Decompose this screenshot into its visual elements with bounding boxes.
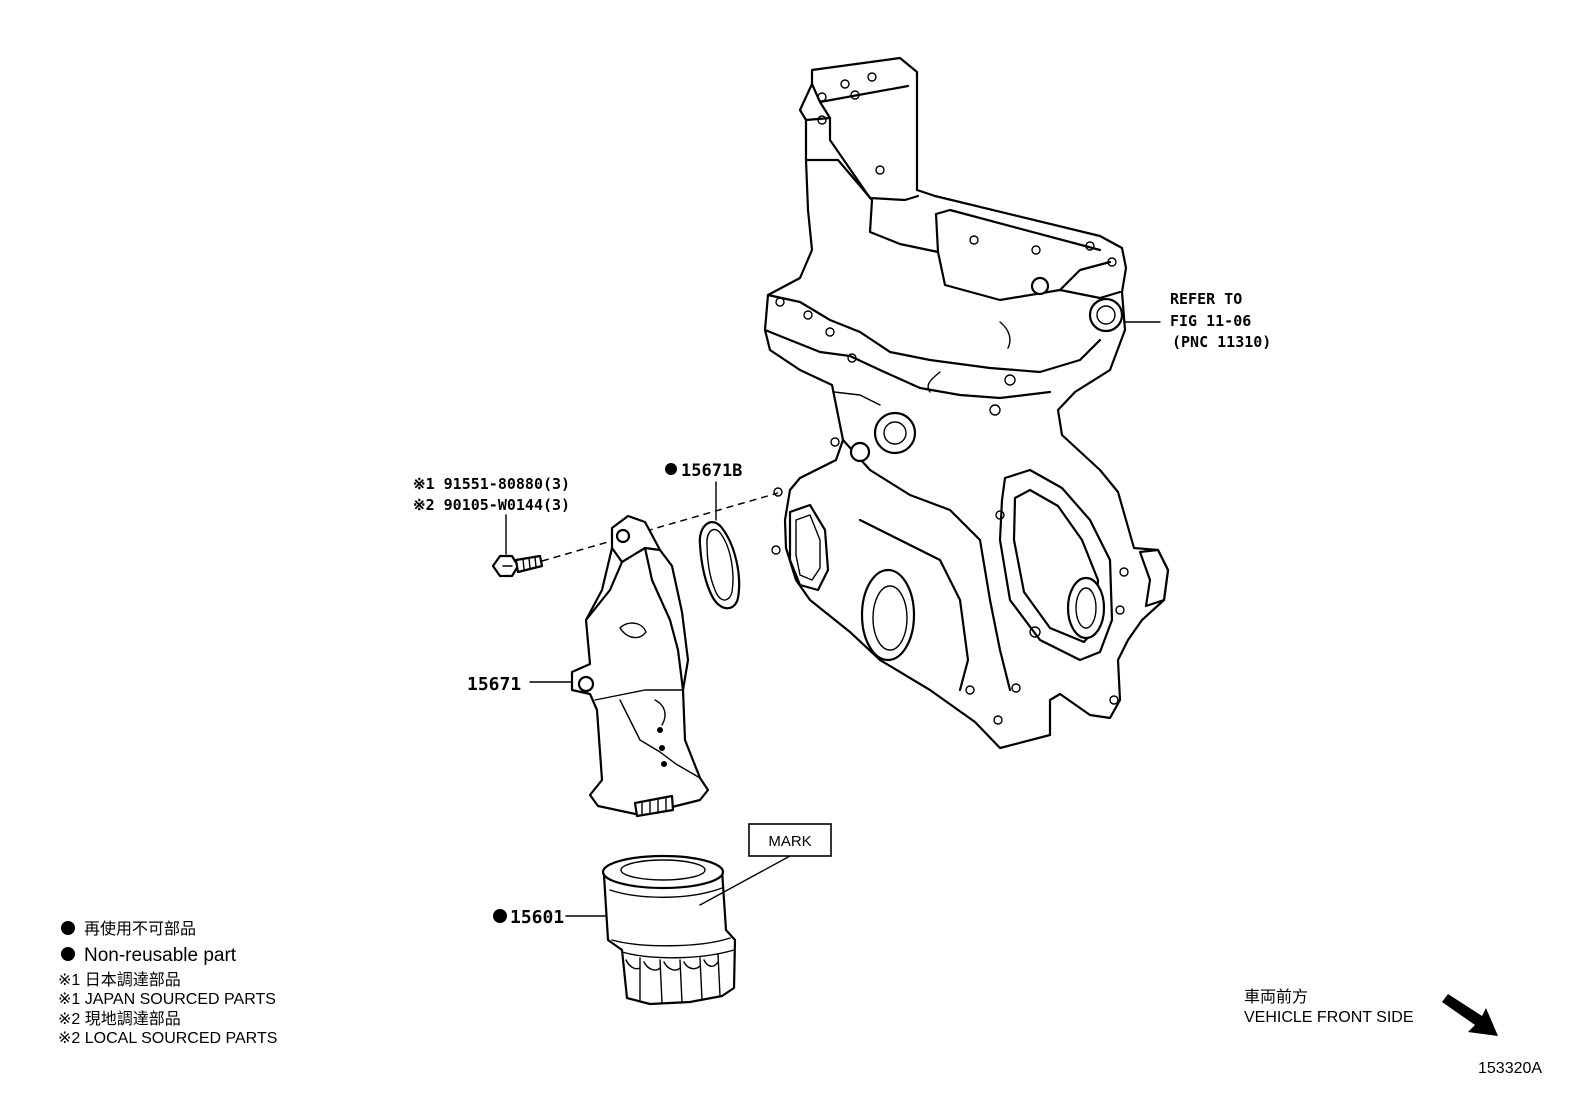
filter-part-number: 15601	[510, 907, 564, 928]
legend-local-sourced-jp: ※2 現地調達部品	[58, 1010, 181, 1028]
vehicle-front-en: VEHICLE FRONT SIDE	[1244, 1009, 1414, 1026]
legend-dot-jp	[61, 921, 75, 935]
timing-chain-cover	[763, 56, 1170, 750]
oil-filter-part	[565, 854, 791, 1006]
legend: 再使用不可部品 Non-reusable part ※1 日本調達部品 ※1 J…	[58, 920, 277, 1047]
non-reusable-marker-gasket	[665, 463, 677, 475]
legend-local-sourced-en: ※2 LOCAL SOURCED PARTS	[58, 1030, 277, 1047]
front-direction-arrow-icon	[1442, 994, 1498, 1036]
bolt-part	[491, 492, 779, 578]
legend-nonreusable-jp: 再使用不可部品	[84, 920, 196, 938]
legend-nonreusable-en: Non-reusable part	[84, 945, 237, 966]
bracket-part-number: 15671	[467, 674, 521, 695]
vehicle-front-jp: 車両前方	[1244, 988, 1308, 1006]
mark-callout-box	[748, 823, 832, 857]
figure-id: 153320A	[1478, 1060, 1542, 1077]
legend-japan-sourced-en: ※1 JAPAN SOURCED PARTS	[58, 991, 276, 1008]
non-reusable-marker-filter	[493, 909, 507, 923]
bolt-part-number-1: ※1 91551-80880(3)	[413, 475, 570, 493]
legend-japan-sourced-jp: ※1 日本調達部品	[58, 971, 181, 989]
refer-fig-label: FIG 11-06	[1170, 312, 1251, 330]
refer-to-label: REFER TO	[1170, 290, 1242, 308]
bolt-part-number-2: ※2 90105-W0144(3)	[413, 496, 570, 514]
gasket-part-number: 15671B	[681, 461, 742, 481]
oil-filter-bracket-part	[529, 514, 710, 818]
legend-dot-en	[61, 947, 75, 961]
mark-callout-label: MARK	[768, 833, 811, 850]
refer-pnc-label: (PNC 11310)	[1172, 333, 1271, 351]
gasket-part	[698, 481, 741, 610]
